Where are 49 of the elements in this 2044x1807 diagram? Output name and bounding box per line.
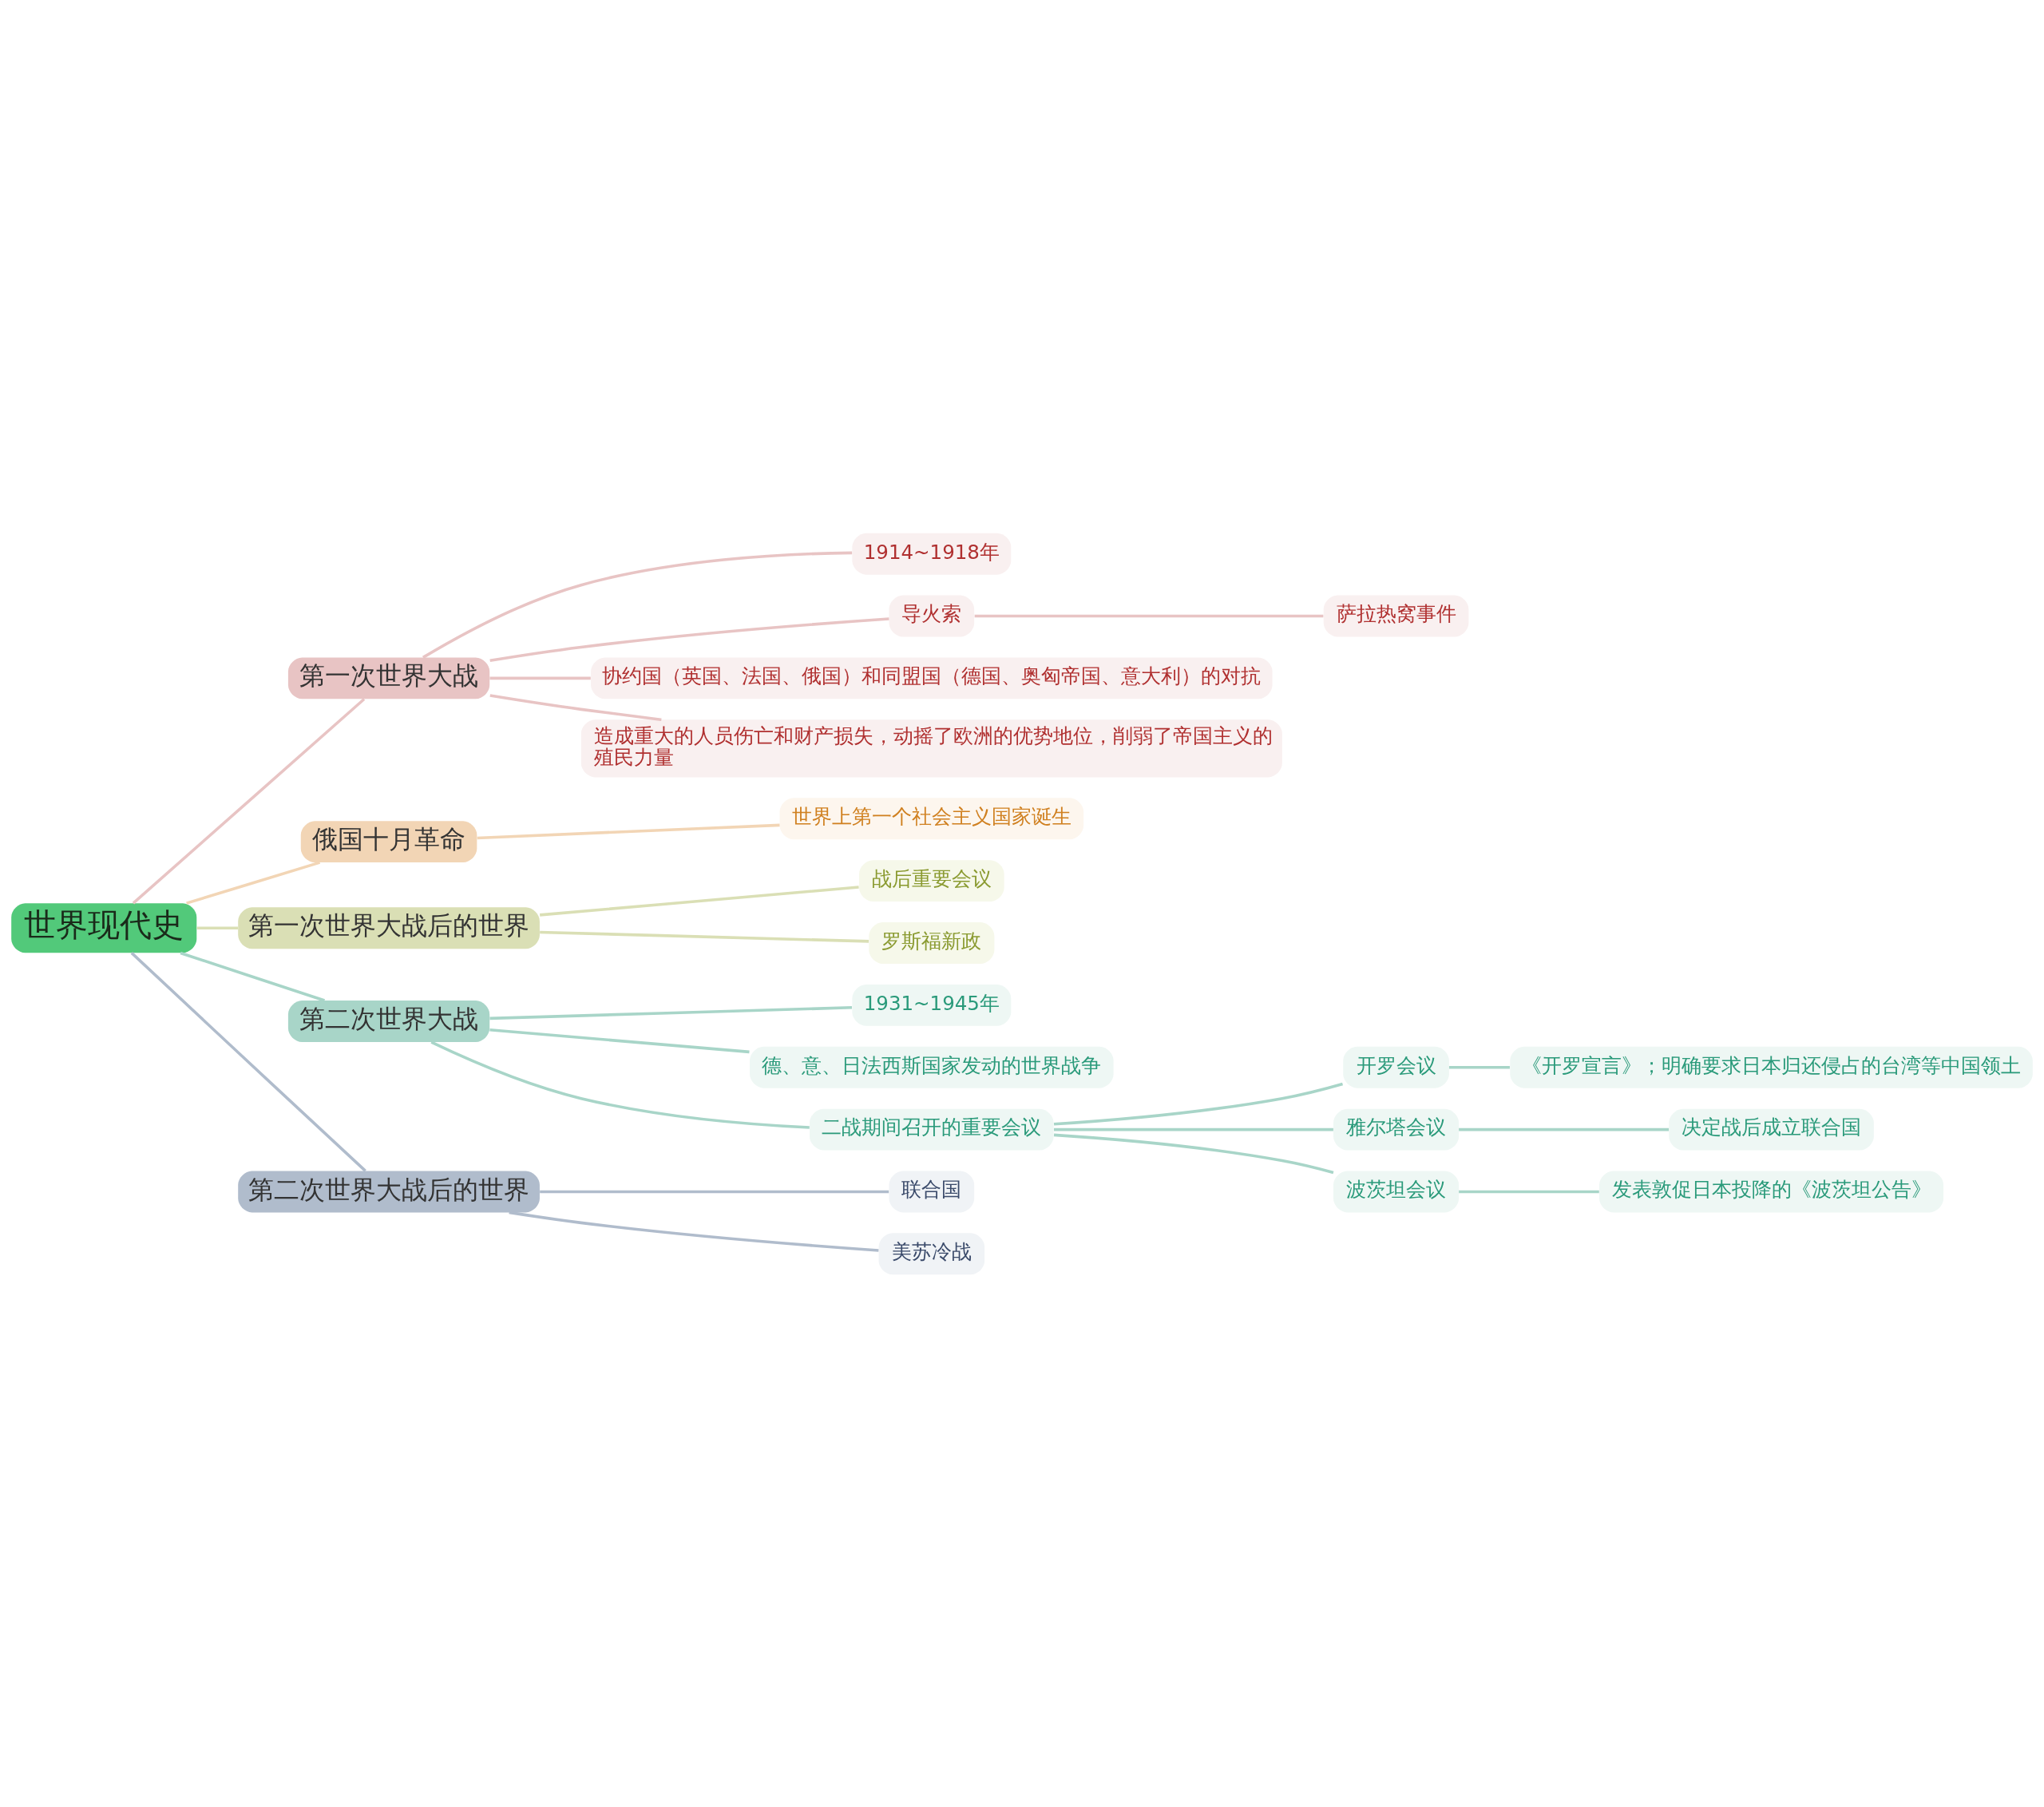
connector	[422, 551, 853, 659]
node-box: 二战期间召开的重要会议	[810, 1108, 1054, 1151]
connector	[489, 616, 889, 662]
connector	[489, 1028, 750, 1053]
node-box: 德、意、日法西斯国家发动的世界战争	[750, 1046, 1114, 1088]
node-box: 世界上第一个社会主义国家诞生	[779, 797, 1084, 839]
node-box: 导火索	[889, 595, 975, 636]
node-box: 协约国（英国、法国、俄国）和同盟国（德国、奥匈帝国、意大利）的对抗	[591, 656, 1273, 699]
node-box: 第二次世界大战	[287, 1000, 490, 1042]
node-box: 美苏冷战	[878, 1232, 985, 1274]
node-box: 罗斯福新政	[869, 921, 995, 964]
connector	[489, 1005, 853, 1020]
connector	[540, 930, 869, 943]
node-box: 波茨坦会议	[1333, 1171, 1460, 1212]
connector	[477, 823, 780, 839]
node-box: 发表敦促日本投降的《波茨坦公告》	[1599, 1171, 1944, 1212]
connector	[130, 951, 366, 1172]
connector	[430, 1040, 810, 1129]
connector	[1459, 1190, 1599, 1193]
connector	[974, 614, 1324, 617]
node-box: 开罗会议	[1343, 1046, 1449, 1088]
connector	[1459, 1127, 1670, 1131]
connector	[489, 676, 591, 680]
connector	[540, 885, 859, 917]
node-box: 第一次世界大战	[287, 656, 490, 699]
connector	[1053, 1082, 1344, 1126]
node-box: 《开罗宣言》；明确要求日本归还侵占的台湾等中国领土	[1510, 1046, 2033, 1088]
node-box: 造成重大的人员伤亡和财产损失，动摇了欧洲的优势地位，削弱了帝国主义的殖民力量	[580, 719, 1282, 777]
node-box: 第二次世界大战后的世界	[238, 1171, 540, 1212]
connector	[132, 697, 366, 904]
node-box: 萨拉热窝事件	[1323, 595, 1469, 636]
connector	[1448, 1065, 1510, 1068]
connector	[509, 1211, 879, 1252]
connector	[186, 860, 321, 905]
connector	[180, 951, 326, 1002]
connector	[1054, 1127, 1333, 1131]
node-box: 决定战后成立联合国	[1669, 1108, 1874, 1151]
connector	[489, 693, 662, 721]
connector	[1053, 1133, 1334, 1174]
connector	[540, 1190, 889, 1193]
node-box: 1931~1945年	[852, 984, 1012, 1026]
connector	[196, 926, 239, 929]
node-box: 俄国十月革命	[300, 820, 477, 862]
node-box: 1914~1918年	[852, 533, 1012, 575]
node-box: 第一次世界大战后的世界	[238, 906, 540, 949]
node-box: 世界现代史	[11, 902, 197, 953]
node-box: 雅尔塔会议	[1333, 1108, 1460, 1151]
node-box: 战后重要会议	[859, 859, 1004, 902]
node-box: 联合国	[889, 1171, 975, 1212]
